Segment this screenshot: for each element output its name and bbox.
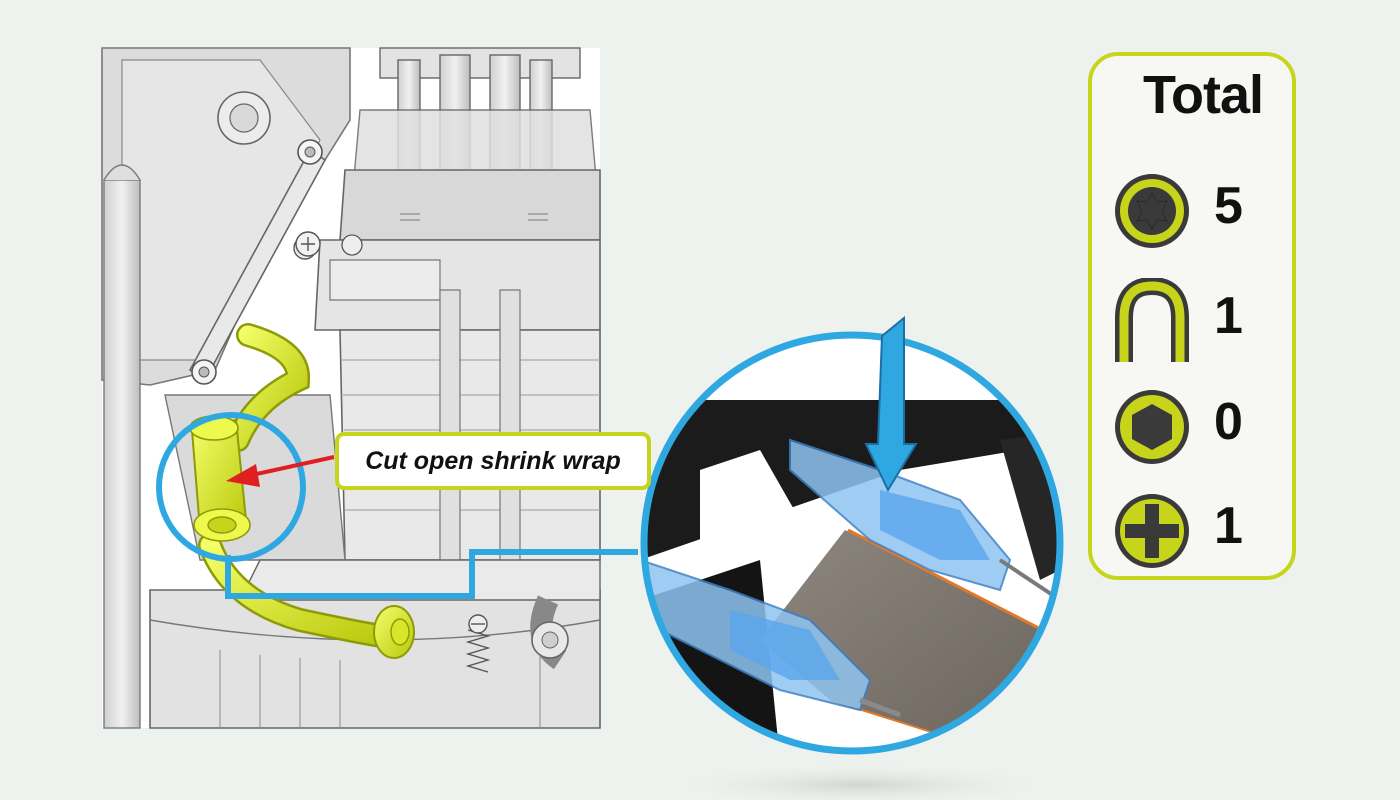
legend-row-torx: 5 — [1112, 168, 1292, 254]
zoom-leader-line — [225, 549, 638, 599]
legend-row-clip: 1 — [1112, 278, 1292, 364]
legend-title: Total — [1143, 65, 1264, 125]
cad-view — [101, 47, 601, 729]
detail-indicator — [156, 412, 638, 599]
pointer-arrow — [226, 455, 335, 487]
clip-count: 1 — [1214, 287, 1243, 345]
hex-count: 0 — [1214, 393, 1243, 451]
torx-count: 5 — [1214, 177, 1243, 235]
legend-row-hex: 0 — [1112, 384, 1292, 470]
hex-screw-icon — [1115, 390, 1189, 464]
phillips-count: 1 — [1214, 497, 1243, 555]
zoom-ring — [640, 331, 1064, 755]
torx-screw-icon — [1115, 174, 1189, 248]
zoom-inset — [640, 315, 1064, 755]
legend-row-phillips: 1 — [1112, 488, 1292, 574]
phillips-screw-icon — [1115, 494, 1189, 568]
down-arrow-icon — [864, 315, 918, 493]
callout-text: Cut open shrink wrap — [365, 446, 621, 475]
floor-shadow — [660, 763, 1060, 800]
callout-label: Cut open shrink wrap — [335, 432, 651, 490]
u-clip-icon — [1115, 278, 1189, 362]
parts-total-legend: Total 5 1 0 1 — [1088, 52, 1296, 580]
